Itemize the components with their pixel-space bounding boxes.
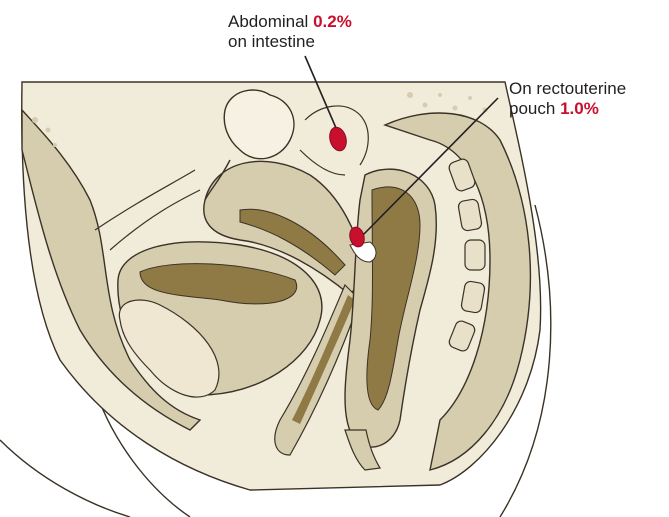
abdominal-label-text: Abdominal <box>228 12 308 31</box>
rectouterine-label-line1: On rectouterine <box>509 79 626 99</box>
rectouterine-percent: 1.0% <box>560 99 599 118</box>
abdominal-label-line2: on intestine <box>228 32 352 52</box>
pelvic-cavity <box>22 82 541 490</box>
rectouterine-label-line2: pouch 1.0% <box>509 99 626 119</box>
rectouterine-label-text: pouch <box>509 99 555 118</box>
abdominal-percent: 0.2% <box>313 12 352 31</box>
rectouterine-label: On rectouterine pouch 1.0% <box>509 79 626 119</box>
abdominal-label-line1: Abdominal 0.2% <box>228 12 352 32</box>
abdominal-label: Abdominal 0.2% on intestine <box>228 12 352 52</box>
